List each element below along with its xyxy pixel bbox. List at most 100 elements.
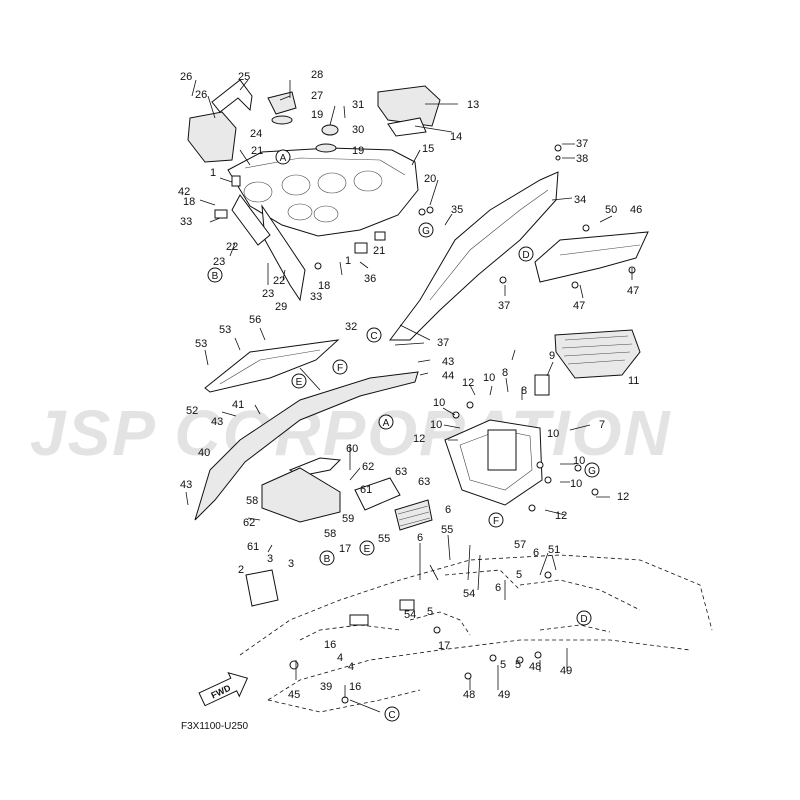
callout: 48 <box>529 661 541 673</box>
callout: 55 <box>441 524 453 536</box>
svg-text:C: C <box>388 710 395 721</box>
callout: 21 <box>251 145 263 157</box>
callout: 6 <box>417 532 423 544</box>
callout: 44 <box>442 370 454 382</box>
battery-box <box>444 374 599 512</box>
callout: 16 <box>324 639 336 651</box>
callout: 62 <box>362 461 374 473</box>
callout: 47 <box>627 285 639 297</box>
callout: 26 <box>180 71 192 83</box>
callout: 63 <box>395 466 407 478</box>
ref-circle-c-bottom: C <box>384 706 400 722</box>
callout: 10 <box>430 419 442 431</box>
ref-circle-g-mid: G <box>584 462 600 478</box>
callout: 12 <box>462 377 474 389</box>
callout: 22 <box>226 241 238 253</box>
ref-circle-a-mid: A <box>378 414 394 430</box>
callout: 49 <box>560 665 572 677</box>
callout: 12 <box>555 510 567 522</box>
callout: 34 <box>574 194 586 206</box>
callout: 29 <box>275 301 287 313</box>
leader-lines <box>185 79 633 713</box>
callout: 36 <box>364 273 376 285</box>
callout: 39 <box>320 681 332 693</box>
callout: 32 <box>345 321 357 333</box>
callout: 5 <box>515 659 521 671</box>
svg-text:F: F <box>493 516 499 527</box>
callout: 55 <box>378 533 390 545</box>
callout: 17 <box>339 543 351 555</box>
ref-circle-e-top: E <box>291 373 307 389</box>
left-cover <box>194 339 419 521</box>
callout: 56 <box>249 314 261 326</box>
callout: 60 <box>346 443 358 455</box>
callout: 52 <box>186 405 198 417</box>
callout: 49 <box>498 689 510 701</box>
callout: 7 <box>599 419 605 431</box>
callout: 43 <box>211 416 223 428</box>
ref-circle-b-bottom: B <box>319 550 335 566</box>
callout: 24 <box>250 128 262 140</box>
callout: 9 <box>549 350 555 362</box>
callout: 40 <box>198 447 210 459</box>
callout: 41 <box>232 399 244 411</box>
callout: 4 <box>337 652 343 664</box>
svg-text:E: E <box>296 377 303 388</box>
callout: 61 <box>360 484 372 496</box>
callout: 25 <box>238 71 250 83</box>
diagram-code: F3X1100-U250 <box>181 721 249 732</box>
callout: 45 <box>288 689 300 701</box>
callout: 54 <box>404 609 416 621</box>
svg-text:D: D <box>522 250 529 261</box>
callout: 38 <box>576 153 588 165</box>
callout: 35 <box>451 204 463 216</box>
svg-text:D: D <box>580 614 587 625</box>
callout: 20 <box>424 173 436 185</box>
svg-text:B: B <box>324 554 331 565</box>
callout: 42 <box>178 186 190 198</box>
callout: 10 <box>483 372 495 384</box>
svg-text:B: B <box>212 271 219 282</box>
callout: 62 <box>243 517 255 529</box>
ref-circle-b-top: B <box>207 267 223 283</box>
callout: 63 <box>418 476 430 488</box>
callout: 5 <box>427 606 433 618</box>
callout: 8 <box>521 385 527 397</box>
svg-text:E: E <box>364 544 371 555</box>
hull-outline <box>239 554 713 713</box>
callout: 16 <box>349 681 361 693</box>
side-cover-right <box>389 144 649 341</box>
callout: 30 <box>352 124 364 136</box>
callout: 8 <box>502 367 508 379</box>
callout: 37 <box>437 337 449 349</box>
callout: 1 <box>345 255 351 267</box>
callout: 11 <box>628 375 639 387</box>
callout: 33 <box>180 216 192 228</box>
callout: 19 <box>352 145 364 157</box>
callout: 47 <box>573 300 585 312</box>
callout: 6 <box>445 504 451 516</box>
callout: 17 <box>438 640 450 652</box>
callout: 59 <box>342 513 354 525</box>
ref-circle-f-bottom: F <box>488 512 504 528</box>
callout: 12 <box>413 433 425 445</box>
callout: 3 <box>267 553 273 565</box>
callout: 58 <box>246 495 258 507</box>
callout: 23 <box>262 288 274 300</box>
callout: 37 <box>498 300 510 312</box>
callout: 50 <box>605 204 617 216</box>
callout: 10 <box>570 478 582 490</box>
callout: 10 <box>573 455 585 467</box>
callout: 46 <box>630 204 642 216</box>
callout: 3 <box>288 558 294 570</box>
callout: 48 <box>463 689 475 701</box>
callout: 6 <box>533 547 539 559</box>
rubber-mat <box>554 329 641 379</box>
callout: 54 <box>463 588 475 600</box>
callout: 12 <box>617 491 629 503</box>
callout: 1 <box>210 167 216 179</box>
callout: 37 <box>576 138 588 150</box>
callout: 10 <box>547 428 559 440</box>
callout: 43 <box>180 479 192 491</box>
